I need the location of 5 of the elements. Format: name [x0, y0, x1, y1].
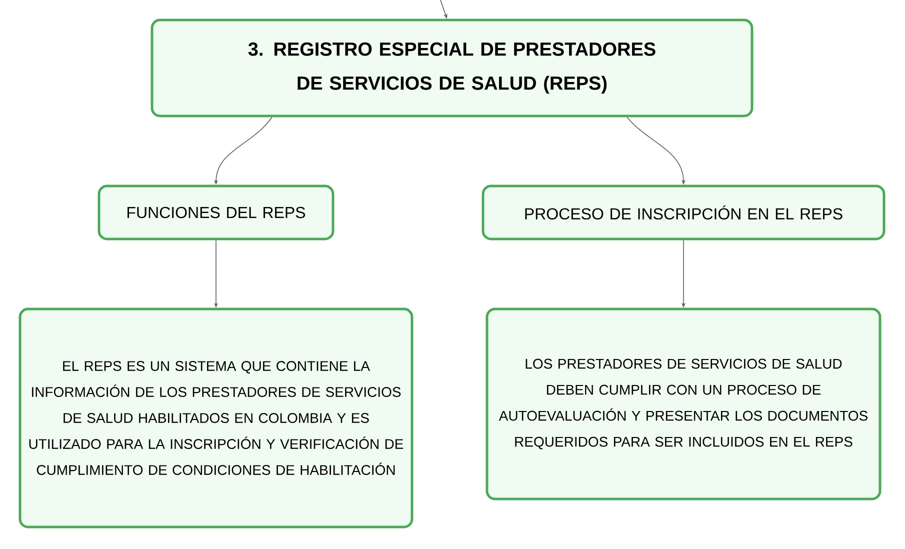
topic-box: PROCESO DE INSCRIPCIÓN EN EL REPS — [482, 184, 886, 240]
topic-box: EL REPS ES UN SISTEMA QUE CONTIENE LA INFORMACIÓN DE LOS PRESTADORES DE SERVICIOS DE SALUD HABILITADOS EN COLOMBIA Y ES UTILIZADO PARA LA INSCRIPCIÓN Y VERIFICACIÓN DE CUMPLIMIENTO DE CONDICIONES DE HABILITACIÓN — [18, 308, 414, 528]
topic-box: LOS PRESTADORES DE SERVICIOS DE SALUD DEBEN CUMPLIR CON UN PROCESO DE AUTOEVALUACIÓN Y PRESENTAR LOS DOCUMENTOS REQUERIDOS PARA SER INCLUIDOS EN EL REPS — [486, 308, 882, 500]
topic-box: FUNCIONES DEL REPS — [98, 184, 334, 240]
topic-box: 3. REGISTRO ESPECIAL DE PRESTADORES DE SERVICIOS DE SALUD (REPS) — [150, 18, 754, 118]
